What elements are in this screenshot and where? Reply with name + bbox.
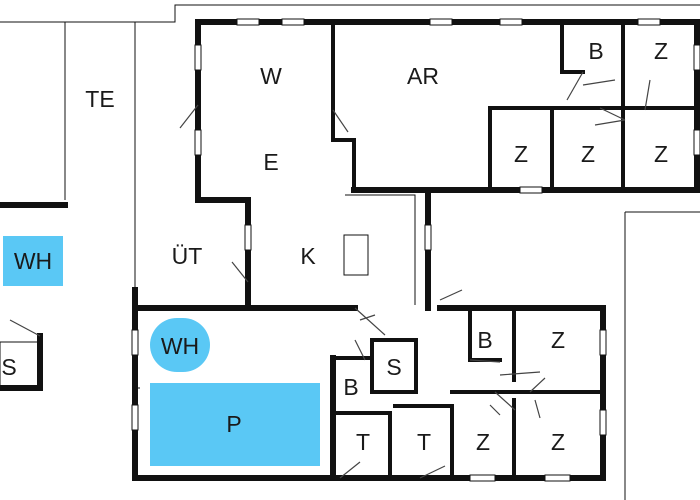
label-z-bottom-1: Z bbox=[476, 429, 490, 455]
pool bbox=[150, 383, 320, 466]
label-s-mid: S bbox=[386, 354, 401, 380]
label-z-top-right: Z bbox=[654, 38, 668, 64]
label-te: TE bbox=[85, 86, 114, 112]
doors bbox=[9, 71, 651, 479]
whirlpool-left bbox=[3, 236, 63, 286]
label-k: K bbox=[300, 243, 316, 269]
label-t-2: T bbox=[417, 429, 431, 455]
label-z-bottom-2: Z bbox=[551, 429, 565, 455]
whirlpool-pool bbox=[150, 318, 210, 372]
label-b-lower: B bbox=[343, 374, 358, 400]
label-ut: ÜT bbox=[172, 243, 203, 269]
label-w: W bbox=[260, 63, 282, 89]
label-wh-pool: WH bbox=[161, 333, 199, 359]
label-p: P bbox=[226, 411, 241, 437]
label-ar: AR bbox=[407, 63, 439, 89]
label-t-1: T bbox=[356, 429, 370, 455]
windows bbox=[131, 18, 700, 482]
label-z-mid-1: Z bbox=[514, 141, 528, 167]
label-z-mid-2: Z bbox=[581, 141, 595, 167]
label-b-top: B bbox=[588, 38, 603, 64]
water-features bbox=[3, 236, 320, 466]
label-z-mid-3: Z bbox=[654, 141, 668, 167]
label-wh-left: WH bbox=[14, 248, 52, 274]
outer-boundary bbox=[0, 4, 700, 500]
label-z-lower-1: Z bbox=[551, 327, 565, 353]
label-b-mid: B bbox=[477, 327, 492, 353]
small-fixture bbox=[0, 341, 39, 387]
label-e: E bbox=[263, 149, 278, 175]
kitchen-island bbox=[343, 234, 369, 276]
room-labels: TE WH S W E AR ÜT K WH P B Z Z Z Z B Z S… bbox=[1, 38, 668, 455]
label-s-left: S bbox=[1, 354, 16, 380]
